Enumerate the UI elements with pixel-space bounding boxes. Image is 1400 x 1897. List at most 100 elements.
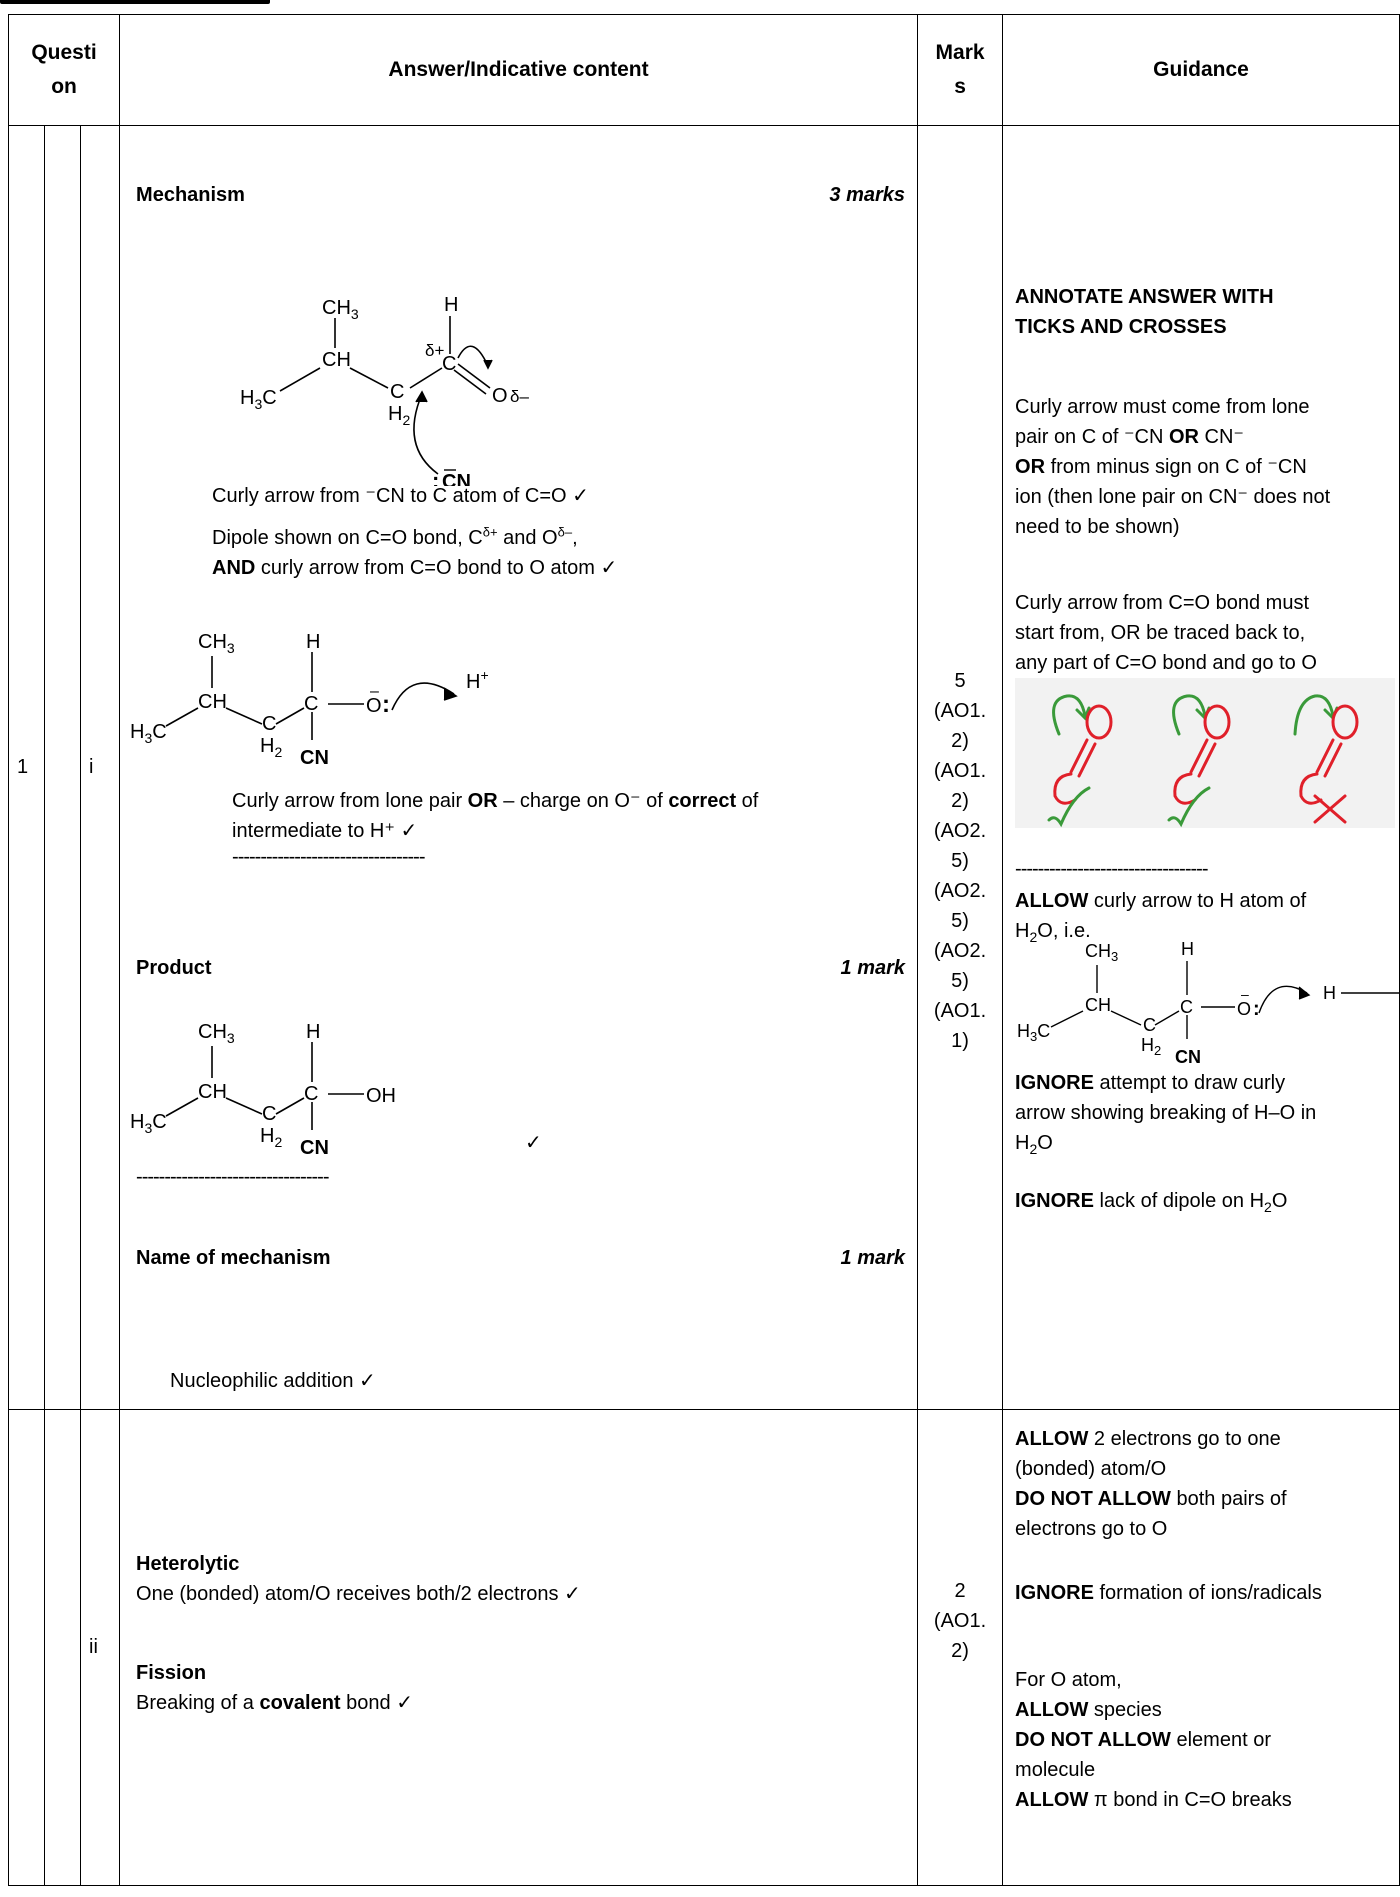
svg-text:H: H — [1323, 983, 1336, 1003]
marks-ao-10: 5) — [951, 970, 969, 992]
svg-text:H3C: H3C — [130, 1111, 167, 1136]
svg-text:H2: H2 — [1141, 1035, 1161, 1058]
guidance2-ignore: IGNORE formation of ions/radicals — [1015, 1582, 1322, 1604]
marks-ao-7: (AO2. — [933, 880, 987, 902]
name-answer: Nucleophilic addition ✓ — [170, 1370, 376, 1392]
guidance-cell-2: ALLOW 2 electrons go to one (bonded) ato… — [1002, 1409, 1400, 1886]
svg-text:O: O — [1237, 999, 1251, 1019]
svg-text::: : — [432, 468, 439, 486]
divider-2: ---------------------------------- — [136, 1166, 329, 1188]
marks-ao-6: 5) — [951, 850, 969, 872]
svg-text:CN: CN — [442, 471, 471, 486]
step2-text: Dipole shown on C=O bond, Cδ+ and Oδ–, A… — [212, 524, 618, 579]
svg-text:H3C: H3C — [240, 387, 277, 412]
svg-text:C: C — [262, 713, 276, 735]
product-title: Product — [136, 957, 212, 979]
svg-text:CN: CN — [300, 747, 329, 769]
marks-total-2: 2 — [954, 1580, 966, 1602]
question-part: i — [79, 125, 121, 1410]
svg-text:H: H — [1181, 939, 1194, 959]
svg-text:C: C — [1180, 997, 1193, 1017]
svg-text:CH: CH — [198, 1081, 227, 1103]
svg-text:CH: CH — [322, 349, 351, 371]
marks-cell-1: 5 (AO1. 2) (AO1. 2) (AO2. 5) (AO2. 5) (A… — [917, 125, 1004, 1410]
marks-ao-11: (AO1. — [933, 1000, 987, 1022]
mechanism-title: Mechanism — [136, 184, 245, 206]
step3-text: Curly arrow from lone pair OR – charge o… — [232, 790, 759, 842]
guidance-lone-pair: Curly arrow must come from lone pair on … — [1015, 396, 1331, 538]
question-part-2: ii — [79, 1409, 121, 1886]
guidance-ignore-attempt: IGNORE attempt to draw curly arrow showi… — [1015, 1072, 1317, 1157]
svg-text:CH: CH — [198, 691, 227, 713]
marks-ao-12: 1) — [951, 1030, 969, 1052]
guidance-co-bond: Curly arrow from C=O bond must start fro… — [1015, 592, 1317, 674]
svg-text:C: C — [390, 381, 404, 403]
svg-text:CH: CH — [1085, 995, 1111, 1015]
guidance-ignore-dipole: IGNORE lack of dipole on H2O — [1015, 1190, 1288, 1215]
svg-text:OH: OH — [366, 1085, 396, 1107]
name-marks: 1 mark — [840, 1247, 906, 1269]
marks-ao2-2: 2) — [951, 1640, 969, 1662]
svg-text:H3C: H3C — [1017, 1021, 1050, 1044]
svg-text:CN: CN — [1175, 1047, 1201, 1067]
intermediate-structure: CH3 H CH C H3C C H2 O – : CN H+ — [130, 631, 489, 769]
product-tick: ✓ — [525, 1132, 542, 1154]
product-marks: 1 mark — [840, 957, 906, 979]
subquestion-blank — [44, 125, 81, 1410]
svg-text:δ–: δ– — [510, 387, 529, 406]
product-structure: CH3 H CH C H3C C H2 OH CN — [130, 1021, 396, 1156]
svg-text::: : — [382, 691, 390, 718]
svg-text:CN: CN — [300, 1137, 329, 1156]
fission-block: Fission Breaking of a covalent bond ✓ — [136, 1662, 413, 1714]
guidance-divider: ---------------------------------- — [1015, 858, 1208, 880]
svg-text:O: O — [492, 385, 508, 407]
guidance-structure: CH3 H CH C H3C C H2 O – : CN H — [1017, 939, 1400, 1067]
svg-text:C: C — [442, 353, 456, 375]
svg-text:H: H — [444, 294, 458, 316]
mechanism-marks: 3 marks — [829, 184, 906, 206]
step1-text: Curly arrow from ⁻CN to C atom of C=O ✓ — [212, 485, 589, 507]
svg-text:H2: H2 — [260, 735, 282, 760]
marks-ao-9: (AO2. — [933, 940, 987, 962]
guidance-allow-h: ALLOW curly arrow to H atom of H2O, i.e. — [1015, 890, 1307, 945]
page-top-fragment — [0, 0, 300, 8]
divider-1: ---------------------------------- — [232, 846, 425, 868]
header-answer: Answer/Indicative content — [119, 14, 919, 126]
answer-cell-1: Mechanism 3 marks — [119, 125, 919, 1410]
heterolytic-block: Heterolytic One (bonded) atom/O receives… — [136, 1553, 581, 1605]
marks-cell-2: 2 (AO1. 2) — [917, 1409, 1004, 1886]
row-1-ii: ii Heterolytic One (bonded) atom/O recei… — [8, 1409, 1400, 1886]
marks-ao-1: (AO1. — [933, 700, 987, 722]
marks-ao-2: 2) — [951, 730, 969, 752]
svg-text:H3C: H3C — [130, 721, 167, 746]
svg-text:H2: H2 — [388, 403, 410, 428]
marks-ao-5: (AO2. — [933, 820, 987, 842]
svg-text:–: – — [370, 683, 379, 700]
svg-text:C: C — [262, 1103, 276, 1125]
svg-text:O: O — [366, 695, 382, 717]
subquestion-blank-2 — [44, 1409, 81, 1886]
guidance2-allow: ALLOW 2 electrons go to one (bonded) ato… — [1015, 1428, 1287, 1540]
svg-text:C: C — [304, 1083, 318, 1105]
svg-text:CH3: CH3 — [198, 1021, 235, 1046]
row-1-i: 1 i Mechanism 3 marks — [8, 125, 1400, 1410]
reactant-structure: CH3 H CH δ+ C H3C C H2 O δ– : CN — [240, 294, 529, 486]
svg-text:H2: H2 — [260, 1125, 282, 1150]
question-number-blank — [8, 1409, 45, 1886]
answer-cell-2: Heterolytic One (bonded) atom/O receives… — [119, 1409, 919, 1886]
header-guidance: Guidance — [1002, 14, 1400, 126]
question-number: 1 — [8, 125, 45, 1410]
svg-text::: : — [1253, 998, 1260, 1020]
marks-ao-8: 5) — [951, 910, 969, 932]
marks-ao-4: 2) — [951, 790, 969, 812]
svg-text:H+: H+ — [466, 667, 489, 693]
svg-text:C: C — [304, 693, 318, 715]
svg-text:CH3: CH3 — [322, 297, 359, 322]
svg-text:H: H — [306, 1021, 320, 1043]
svg-text:–: – — [1241, 986, 1249, 1002]
